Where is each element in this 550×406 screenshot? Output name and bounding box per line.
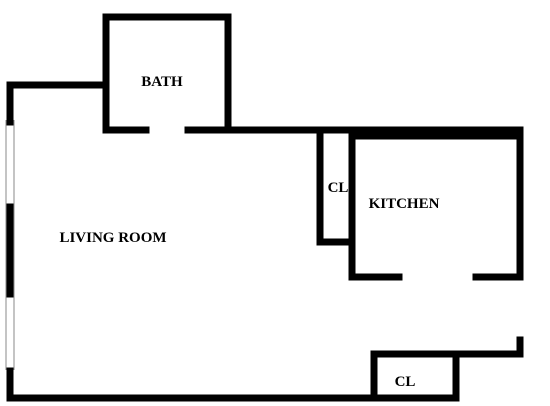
kitchen-closet-walls [316, 126, 356, 246]
window [5, 120, 15, 370]
kitchen-closet-label: CL [328, 180, 349, 196]
bath-walls [102, 13, 232, 134]
living-room-walls [6, 81, 378, 402]
kitchen-walls [348, 132, 524, 281]
upper-walls [224, 126, 524, 358]
bath-label: BATH [141, 74, 183, 90]
kitchen-label: KITCHEN [369, 196, 440, 212]
bottom-closet-walls [370, 350, 524, 402]
bottom-closet-label: CL [395, 374, 416, 390]
living-room-label: LIVING ROOM [59, 230, 166, 246]
